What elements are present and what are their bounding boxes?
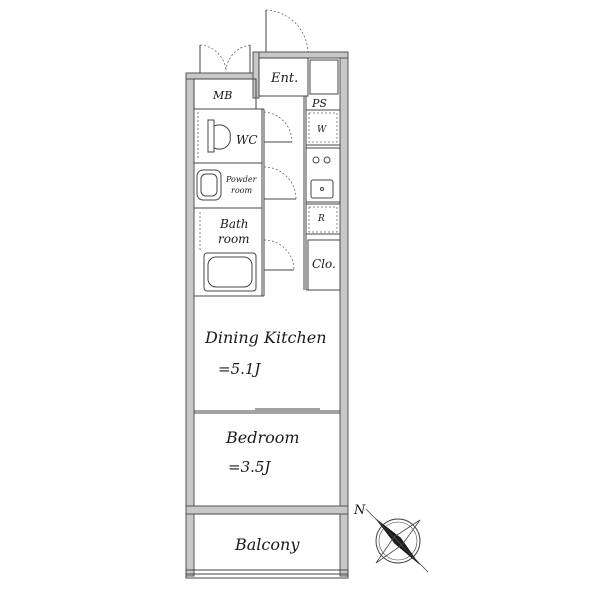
entrance-door [265, 9, 309, 53]
compass-icon: N [353, 503, 429, 573]
ent-label: Ent. [270, 71, 298, 86]
bath-door-swing [263, 239, 295, 271]
powder-label-2: room [231, 186, 252, 195]
interior-partitions [194, 96, 340, 414]
mb-double-door [199, 44, 251, 73]
wc-label: WC [236, 133, 258, 147]
fridge-space [308, 206, 338, 233]
washer-space [308, 112, 338, 143]
kitchen-counter [305, 147, 341, 203]
powder-label-1: Powder [225, 175, 258, 184]
ps-label: PS [311, 97, 327, 110]
dining-kitchen-size: =5.1J [218, 360, 261, 378]
wc-door-swing [263, 111, 293, 143]
r-label: R [317, 214, 325, 224]
clo-label: Clo. [312, 257, 336, 271]
compass-north-label: N [353, 503, 366, 518]
shoe-cabinet [309, 59, 339, 95]
closet [307, 239, 341, 291]
balcony-area [185, 513, 349, 579]
bath-label-1: Bath [219, 217, 249, 231]
bath-label-2: room [218, 232, 250, 246]
powder-door-swing [263, 166, 297, 200]
bedroom-size: =3.5J [228, 458, 271, 476]
balcony-label: Balcony [234, 535, 300, 554]
bedroom-label: Bedroom [225, 428, 300, 447]
basin-icon [196, 169, 222, 201]
dining-kitchen-label: Dining Kitchen [204, 328, 327, 347]
entrance-area [258, 57, 309, 97]
toilet-icon [197, 112, 231, 160]
mb-label: MB [212, 89, 232, 102]
w-label: W [317, 125, 327, 135]
bathtub-icon [199, 212, 257, 292]
